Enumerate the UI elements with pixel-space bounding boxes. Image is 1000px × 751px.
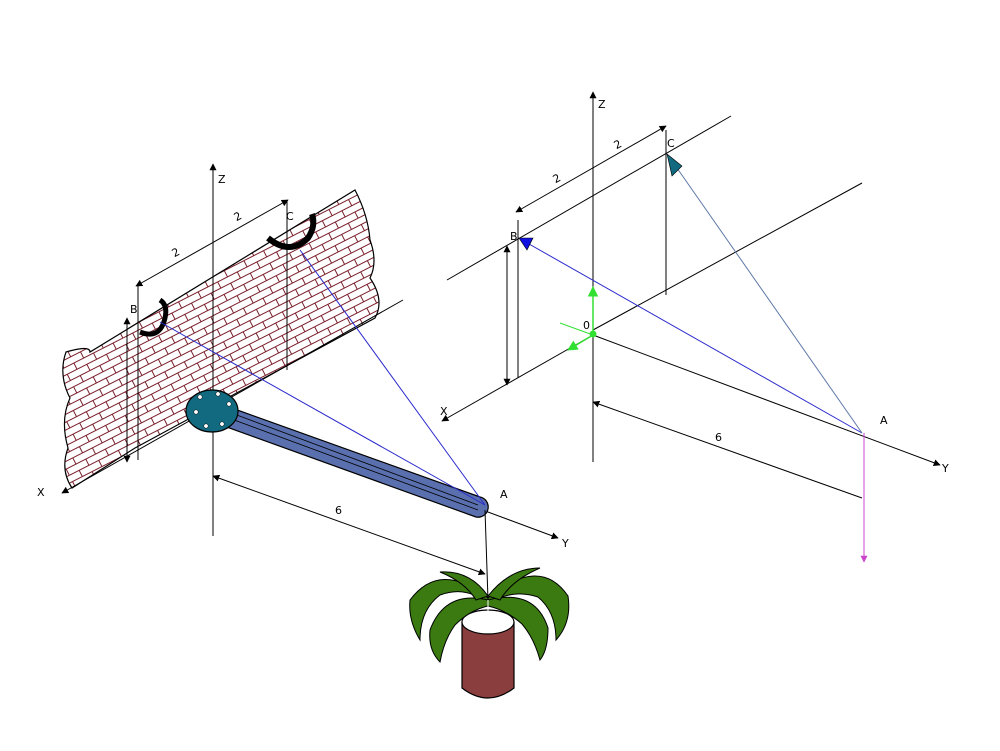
right-y-label: Y [941,462,949,475]
right-dim-length: 6 [715,431,722,444]
left-dim-length: 6 [335,504,342,517]
left-figure: Z X Y A B C 2 2 6 [37,163,570,699]
right-x-label: X [440,405,448,418]
left-dim-top: 2 [232,209,244,224]
brick-wall [62,189,380,489]
left-point-b: B [130,303,138,316]
right-z-label: Z [598,98,606,111]
origin-x-vector [567,334,594,351]
right-point-c: C [667,137,675,150]
right-origin-label: 0 [583,319,590,332]
right-dim-bc: 2 [551,171,563,186]
left-dim-bc: 2 [170,245,182,260]
vector-ab [521,239,863,434]
left-x-label: X [37,486,45,499]
right-dim-top: 2 [612,137,624,152]
right-point-a: A [880,414,888,427]
potted-plant [409,567,570,699]
right-figure: Z X Y 0 A B C 2 2 6 [440,91,949,563]
left-y-label: Y [561,537,569,550]
y-axis-right [592,334,941,467]
left-z-label: Z [218,173,226,186]
cable-ac-left [299,249,486,506]
vector-ac [669,157,863,434]
left-point-a: A [500,488,508,501]
base-plate [185,389,239,433]
rod [209,401,489,518]
hook-b [139,297,169,337]
cable-ab-left [159,321,486,506]
left-point-c: C [286,210,294,223]
right-point-b: B [510,230,518,243]
x-axis-left [61,299,404,494]
